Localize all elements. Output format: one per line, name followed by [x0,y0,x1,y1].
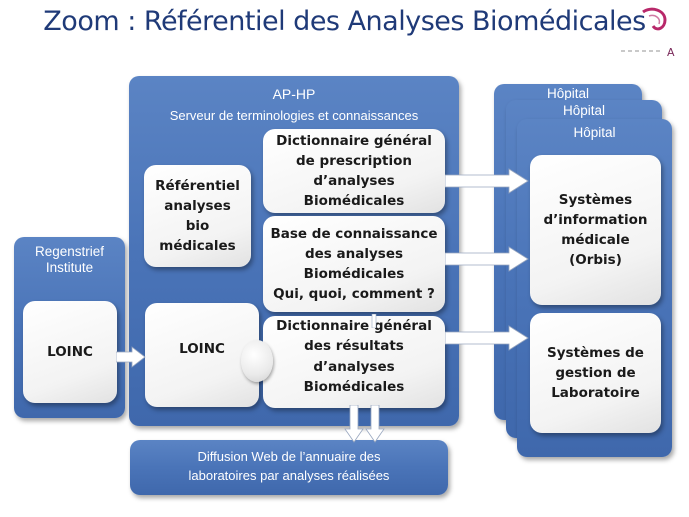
arrow-down-right-to-diffusion [365,405,385,443]
dict-prescription-box: Dictionnaire général de prescription d’a… [263,129,445,213]
aphp-title: AP-HP [272,86,316,102]
sgl-box: Systèmes de gestion de Laboratoire [530,313,661,433]
logo-swirl-icon: A [621,7,675,59]
regenstrief-loinc-label: LOINC [47,343,93,360]
base-connaissance-label: Base de connaissance des analyses Bioméd… [270,225,438,303]
arrow-connaissance-to-sim [445,246,529,272]
page-title: Zoom : Référentiel des Analyses Biomédic… [43,6,646,37]
arrow-prescription-to-sim [445,168,529,194]
diffusion-panel: Diffusion Web de l’annuaire des laborato… [130,440,448,495]
regenstrief-loinc-box: LOINC [23,301,117,403]
logo-letter: A [667,46,675,59]
arrow-down-left-to-diffusion [344,405,364,443]
sim-box: Systèmes d’information médicale (Orbis) [530,155,661,305]
sgl-label: Systèmes de gestion de Laboratoire [547,344,644,402]
aphp-loinc-label: LOINC [179,341,225,357]
base-connaissance-box: Base de connaissance des analyses Bioméd… [263,216,445,312]
arrow-regenstrief-to-aphp-loinc [116,346,146,368]
referentiel-label: Référentiel analyses bio médicales [155,177,240,255]
diffusion-label: Diffusion Web de l’annuaire des laborato… [188,449,390,483]
referentiel-box: Référentiel analyses bio médicales [144,165,251,267]
arrow-vertical-connector [371,314,377,328]
logo: A [621,4,681,64]
regenstrief-title: Regenstrief Institute [34,244,105,276]
arrow-resultats-to-sgl [445,325,529,351]
dict-prescription-label: Dictionnaire général de prescription d’a… [276,132,432,210]
hospital-back-title-1: Hôpital [562,103,606,118]
regenstrief-panel: Regenstrief Institute LOINC [14,237,125,418]
aphp-subtitle: Serveur de terminologies et connaissance… [169,108,419,123]
aphp-panel: AP-HP Serveur de terminologies et connai… [129,76,459,426]
dict-resultats-label: Dictionnaire général des résultats d’ana… [276,318,432,395]
sim-label: Systèmes d’information médicale (Orbis) [543,191,648,269]
connector-ellipse [241,340,273,382]
dict-resultats-box: Dictionnaire général des résultats d’ana… [263,316,445,408]
hospital-back-title-2: Hôpital [546,86,590,101]
aphp-loinc-box: LOINC [145,303,259,407]
hospital-front-title: Hôpital [573,125,616,140]
hospital-front-panel: Hôpital Systèmes d’information médicale … [517,119,672,457]
